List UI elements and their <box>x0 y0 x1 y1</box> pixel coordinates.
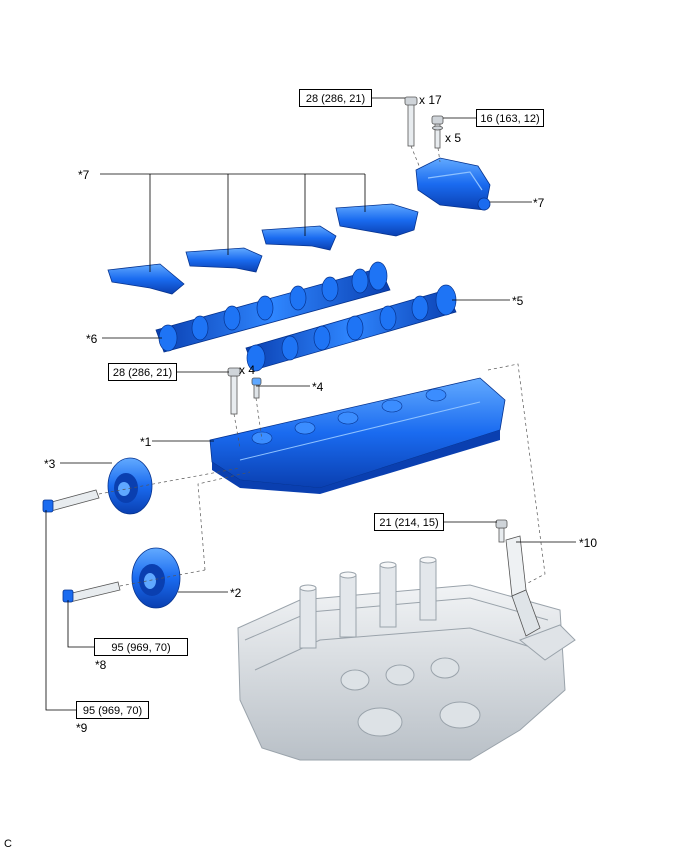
engine-block <box>237 556 576 761</box>
callout-6: *6 <box>86 332 98 346</box>
callout-3: *3 <box>44 457 56 471</box>
bolts <box>42 96 541 637</box>
torque-spec-box: 28 (286, 21) <box>108 363 177 381</box>
footer-mark: C <box>4 838 12 850</box>
torque-spec-box: 21 (214, 15) <box>374 513 444 531</box>
cylinder-head <box>209 377 506 494</box>
dashed-alignment-lines <box>98 145 546 587</box>
callout-8: *8 <box>95 658 107 672</box>
callout-9: *9 <box>76 721 88 735</box>
leader-lines <box>45 97 576 711</box>
bearing-caps <box>107 203 419 295</box>
qty-label: x 4 <box>239 363 256 377</box>
callout-5: *5 <box>512 294 524 308</box>
timing-gear-3 <box>107 457 153 515</box>
callout-4: *4 <box>312 380 324 394</box>
torque-spec-box: 28 (286, 21) <box>299 89 372 107</box>
timing-gear-2 <box>131 547 181 609</box>
qty-label: x 17 <box>419 93 442 107</box>
callout-7-left: *7 <box>78 168 90 182</box>
camshaft-5 <box>245 284 457 372</box>
callout-1: *1 <box>140 435 152 449</box>
callout-2: *2 <box>230 586 242 600</box>
torque-spec-box: 95 (969, 70) <box>76 701 149 719</box>
torque-spec-box: 95 (969, 70) <box>94 638 188 656</box>
camshaft-6 <box>155 261 391 353</box>
qty-label: x 5 <box>445 131 462 145</box>
callout-7-right: *7 <box>533 196 545 210</box>
torque-spec-box: 16 (163, 12) <box>476 109 544 127</box>
callout-10: *10 <box>579 536 598 550</box>
camshaft-housing-upper <box>415 157 491 211</box>
